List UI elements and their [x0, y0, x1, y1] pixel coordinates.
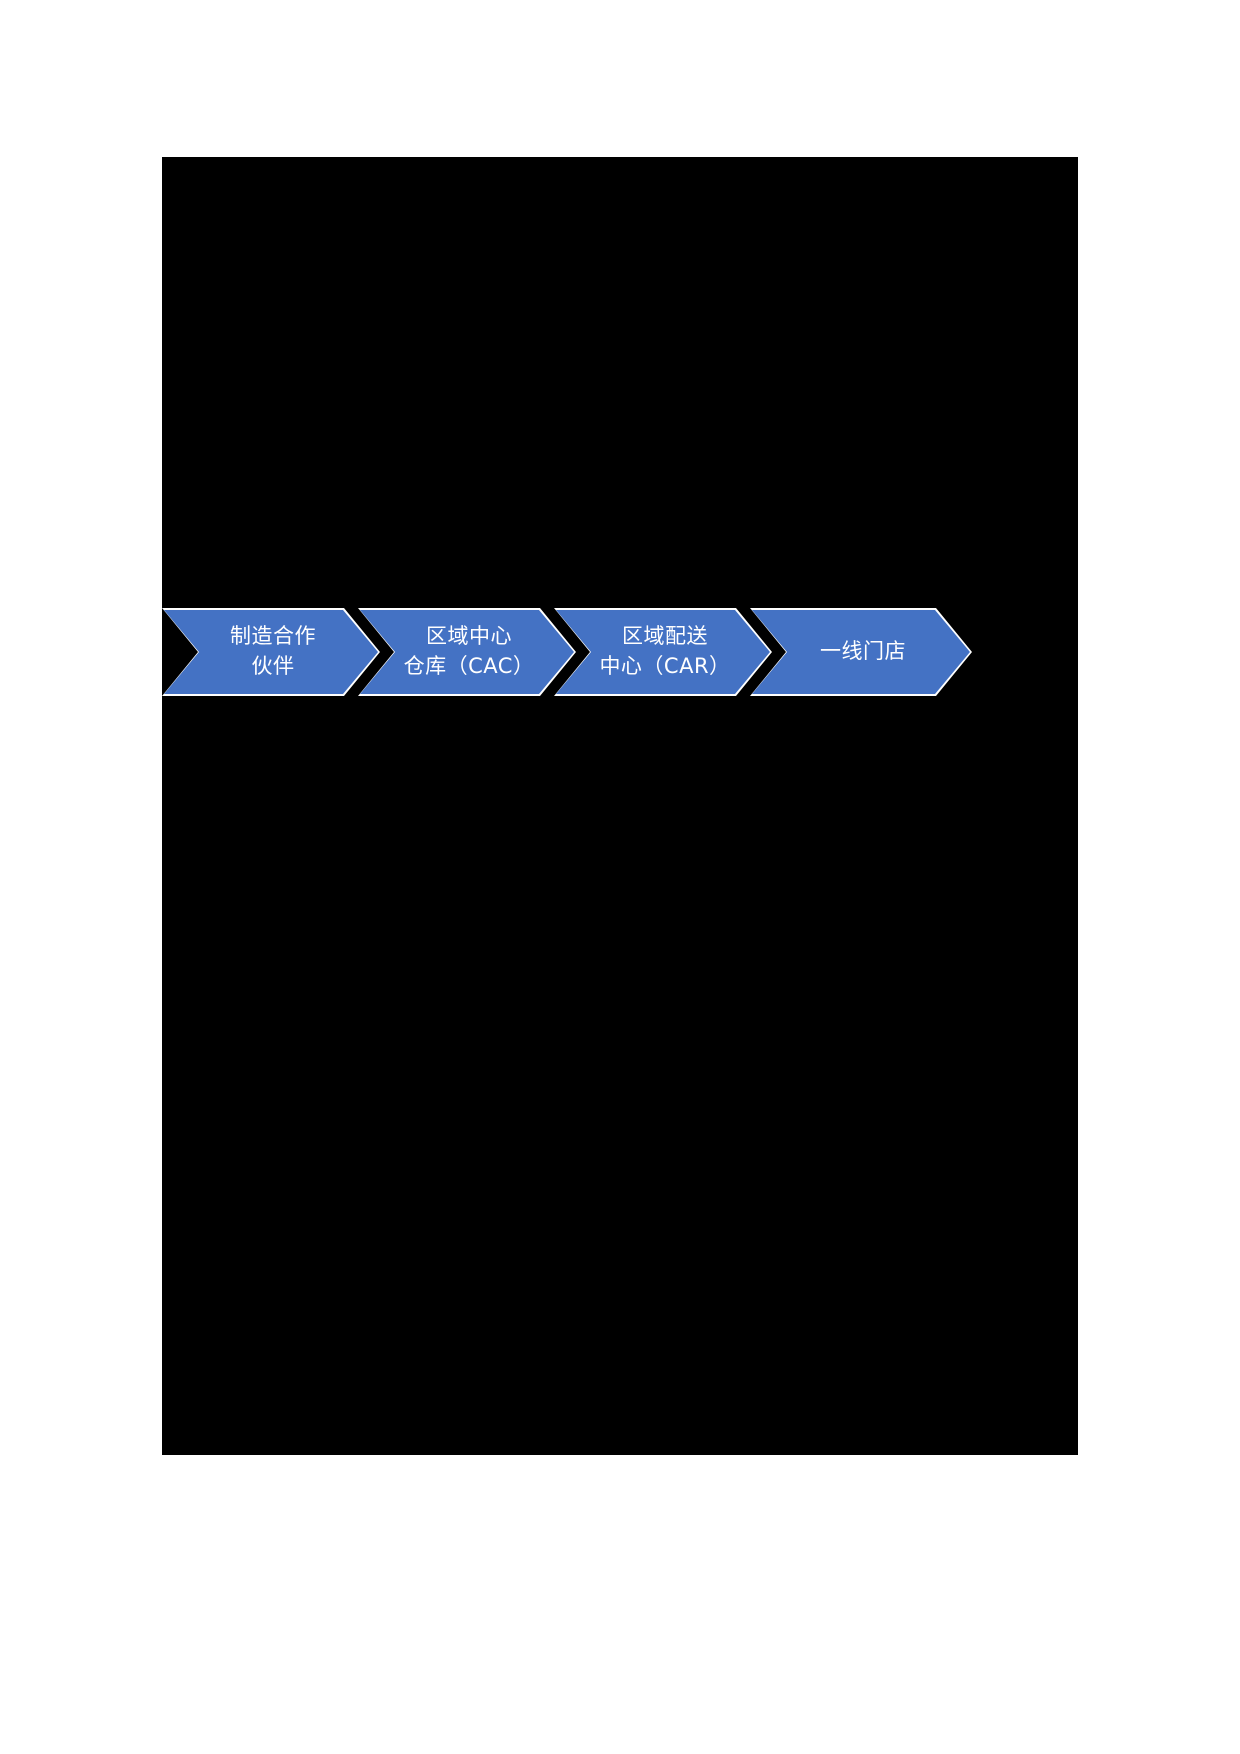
- process-step-4[interactable]: 一线门店: [750, 608, 972, 696]
- chevron-fill: [164, 610, 378, 694]
- document-canvas: [162, 157, 1078, 1455]
- process-chevron-diagram: 制造合作 伙伴 区域中心 仓库（CAC） 区域配送 中心（CAR） 一线门店: [162, 608, 972, 696]
- process-step-2[interactable]: 区域中心 仓库（CAC）: [358, 608, 576, 696]
- chevron-fill: [556, 610, 770, 694]
- process-step-3-label: 区域配送 中心（CAR）: [599, 624, 731, 678]
- process-step-1[interactable]: 制造合作 伙伴: [162, 608, 380, 696]
- process-step-3[interactable]: 区域配送 中心（CAR）: [554, 608, 772, 696]
- chevron-fill: [752, 610, 970, 694]
- chevron-fill: [360, 610, 574, 694]
- process-step-1-label: 制造合作 伙伴: [230, 624, 316, 678]
- process-step-4-label: 一线门店: [820, 639, 906, 664]
- process-step-2-label: 区域中心 仓库（CAC）: [403, 624, 535, 678]
